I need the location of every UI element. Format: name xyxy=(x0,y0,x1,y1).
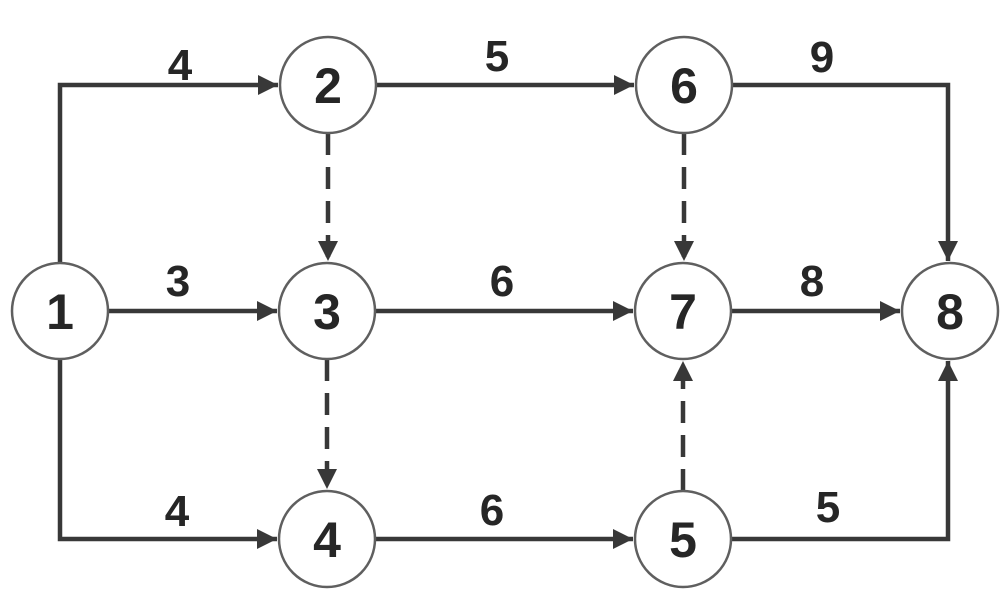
node-7-label: 7 xyxy=(669,284,697,340)
edge-1-2-weight: 4 xyxy=(168,41,193,90)
edge-1-2 xyxy=(57,75,278,263)
node-2: 2 xyxy=(278,35,378,135)
node-4-label: 4 xyxy=(313,512,341,568)
edge-1-3-weight: 3 xyxy=(166,257,190,306)
node-5-label: 5 xyxy=(669,512,697,568)
edge-3-7-weight: 6 xyxy=(490,257,514,306)
node-6-label: 6 xyxy=(670,58,698,114)
edge-1-4 xyxy=(57,359,277,549)
node-6: 6 xyxy=(634,35,734,135)
edge-1-4-weight: 4 xyxy=(165,487,190,536)
node-6-circle xyxy=(634,35,734,135)
node-5-circle xyxy=(633,489,733,589)
node-8-circle xyxy=(900,261,1000,361)
node-3-label: 3 xyxy=(313,284,341,340)
edge-5-8-weight: 5 xyxy=(816,483,840,532)
node-1: 1 xyxy=(10,261,110,361)
edge-5-8 xyxy=(731,361,958,542)
edge-6-8-weight: 9 xyxy=(810,33,834,82)
node-2-label: 2 xyxy=(314,58,342,114)
node-8-label: 8 xyxy=(936,284,964,340)
edge-6-8 xyxy=(732,82,958,261)
node-4: 4 xyxy=(277,489,377,589)
edge-7-8-weight: 8 xyxy=(800,257,824,306)
node-4-circle xyxy=(277,489,377,589)
node-8: 8 xyxy=(900,261,1000,361)
node-3-circle xyxy=(277,261,377,361)
node-2-circle xyxy=(278,35,378,135)
node-1-label: 1 xyxy=(46,284,74,340)
node-7-circle xyxy=(633,261,733,361)
node-5: 5 xyxy=(633,489,733,589)
node-7: 7 xyxy=(633,261,733,361)
node-1-circle xyxy=(10,261,110,361)
edge-2-6-weight: 5 xyxy=(485,32,509,81)
node-3: 3 xyxy=(277,261,377,361)
edge-4-5-weight: 6 xyxy=(480,486,504,535)
